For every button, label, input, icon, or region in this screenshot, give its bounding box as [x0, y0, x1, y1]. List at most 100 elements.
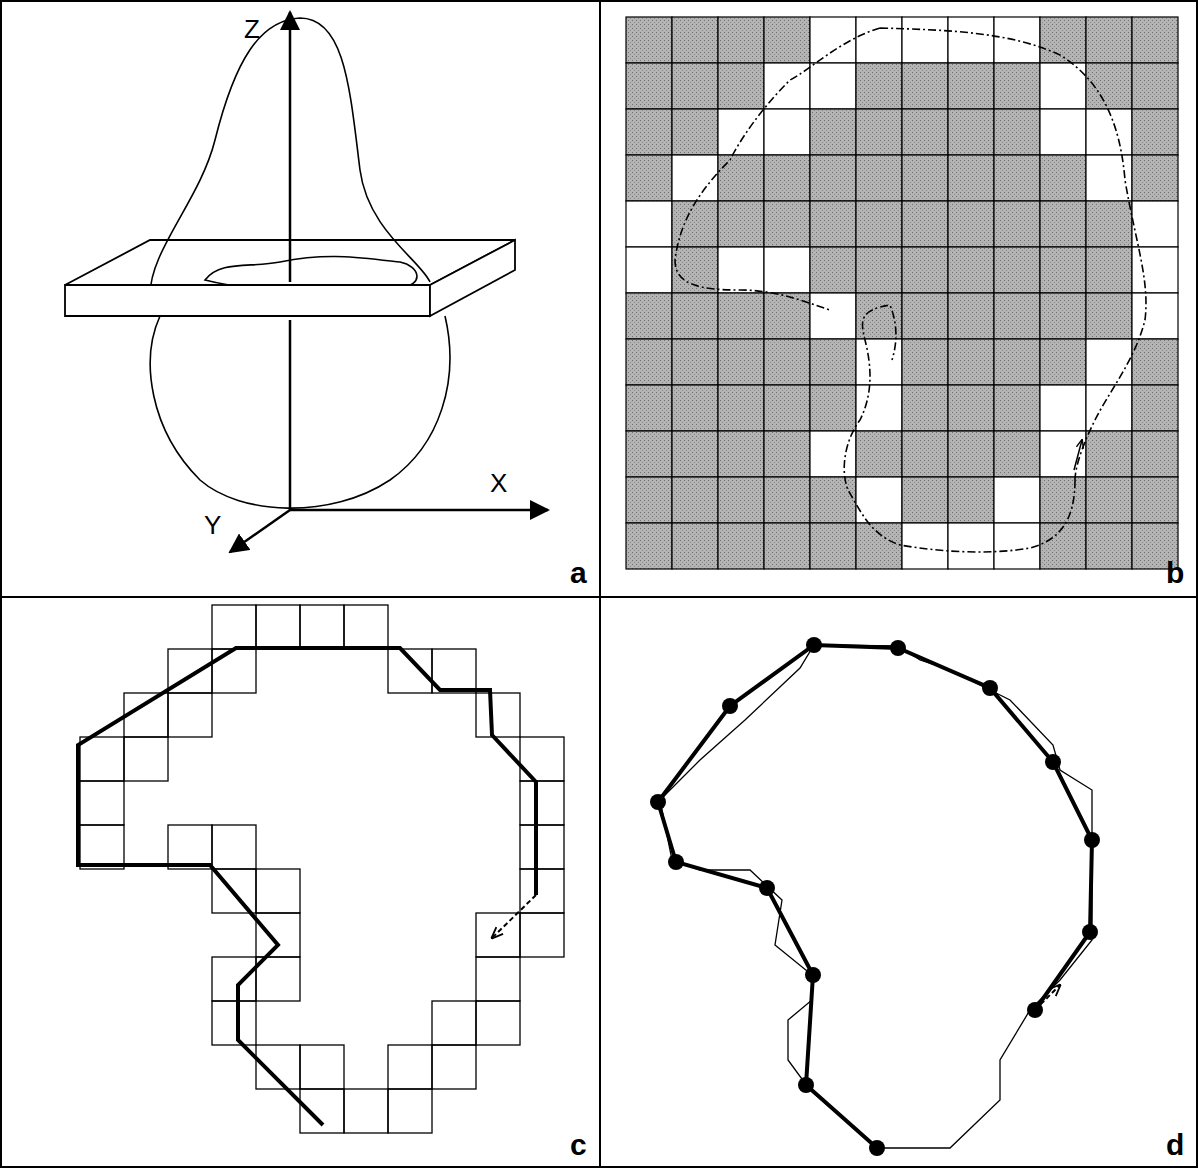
boundary-cell	[476, 693, 520, 737]
grid-cell	[1040, 385, 1086, 431]
grid-cell	[672, 431, 718, 477]
boundary-cell	[256, 869, 300, 913]
grid-cell	[718, 17, 764, 63]
grid-cell	[994, 477, 1040, 523]
grid-cell	[718, 247, 764, 293]
boundary-cell	[388, 1089, 432, 1133]
grid-cell	[1086, 63, 1132, 109]
boundary-cell	[212, 825, 256, 869]
axes	[230, 12, 548, 552]
grid-cell	[626, 109, 672, 155]
grid-cell	[856, 385, 902, 431]
grid-cell	[994, 385, 1040, 431]
grid-cell	[948, 385, 994, 431]
grid-cell	[810, 477, 856, 523]
grid-cell	[948, 431, 994, 477]
grid-cell	[764, 109, 810, 155]
grid-cell	[626, 339, 672, 385]
grid-cell	[764, 293, 810, 339]
grid-cell	[1132, 247, 1178, 293]
grid-cell	[810, 201, 856, 247]
grid-cell	[1132, 293, 1178, 339]
boundary-cells	[80, 605, 564, 1133]
grid-cell	[1040, 247, 1086, 293]
grid-cell	[672, 477, 718, 523]
grid-cell	[948, 109, 994, 155]
grid-cell	[856, 155, 902, 201]
grid-cell	[626, 431, 672, 477]
grid-cell	[1132, 63, 1178, 109]
boundary-cell	[520, 781, 564, 825]
panel-letter: a	[570, 558, 587, 588]
grid-cell	[1040, 431, 1086, 477]
chain-arrow	[492, 895, 536, 938]
grid-cell	[764, 385, 810, 431]
grid-cell	[672, 63, 718, 109]
grid-cell	[948, 339, 994, 385]
grid-cell	[810, 293, 856, 339]
grid-cell	[1040, 17, 1086, 63]
boundary-cell	[432, 1045, 476, 1089]
grid-cell	[626, 63, 672, 109]
grid-cell	[718, 109, 764, 155]
grid-cell	[1086, 477, 1132, 523]
grid-cell	[810, 247, 856, 293]
panel-letter: b	[1166, 558, 1184, 588]
grid-cell	[1132, 17, 1178, 63]
grid-cell	[902, 155, 948, 201]
grid-cell	[1040, 523, 1086, 569]
grid-cell	[626, 201, 672, 247]
grid-cell	[672, 385, 718, 431]
grid-cell	[1086, 431, 1132, 477]
grid-cell	[948, 477, 994, 523]
grid-cell	[994, 339, 1040, 385]
grid-cell	[902, 385, 948, 431]
grid-cell	[810, 523, 856, 569]
grid-cell	[1132, 339, 1178, 385]
panel-letter: c	[570, 1130, 587, 1160]
grid-cell	[672, 155, 718, 201]
grid-cell	[1040, 201, 1086, 247]
grid-cell	[1132, 385, 1178, 431]
grid-cell	[902, 431, 948, 477]
grid-cell	[948, 155, 994, 201]
grid-cell	[718, 523, 764, 569]
grid-cell	[994, 523, 1040, 569]
grid-cell	[856, 201, 902, 247]
grid-cell	[626, 17, 672, 63]
boundary-cell	[476, 1001, 520, 1045]
grid-cell	[948, 17, 994, 63]
grid-cell	[810, 17, 856, 63]
grid-cell	[902, 201, 948, 247]
grid-cell	[1040, 63, 1086, 109]
grid-cell	[810, 385, 856, 431]
grid-cell	[626, 247, 672, 293]
vertex-dots	[650, 637, 1100, 1156]
grid-cell	[764, 523, 810, 569]
boundary-cell	[388, 649, 432, 693]
grid-cell	[856, 109, 902, 155]
grid-cell	[764, 339, 810, 385]
traced-contour	[675, 28, 1146, 552]
grid-cell	[994, 17, 1040, 63]
grid-cell	[994, 431, 1040, 477]
grid-cell	[764, 431, 810, 477]
pixel-grid	[626, 17, 1178, 569]
grid-cell	[1086, 17, 1132, 63]
grid-cell	[1132, 477, 1178, 523]
axis-label: Y	[204, 512, 221, 538]
grid-cell	[626, 293, 672, 339]
boundary-cell	[212, 957, 256, 1001]
grid-cell	[1086, 339, 1132, 385]
boundary-cell	[344, 1089, 388, 1133]
grid-cell	[1086, 247, 1132, 293]
grid-cell	[1086, 523, 1132, 569]
grid-cell	[902, 63, 948, 109]
grid-cell	[994, 63, 1040, 109]
boundary-cell	[168, 693, 212, 737]
boundary-cell	[388, 1045, 432, 1089]
grid-cell	[810, 155, 856, 201]
boundary-cell	[256, 913, 300, 957]
